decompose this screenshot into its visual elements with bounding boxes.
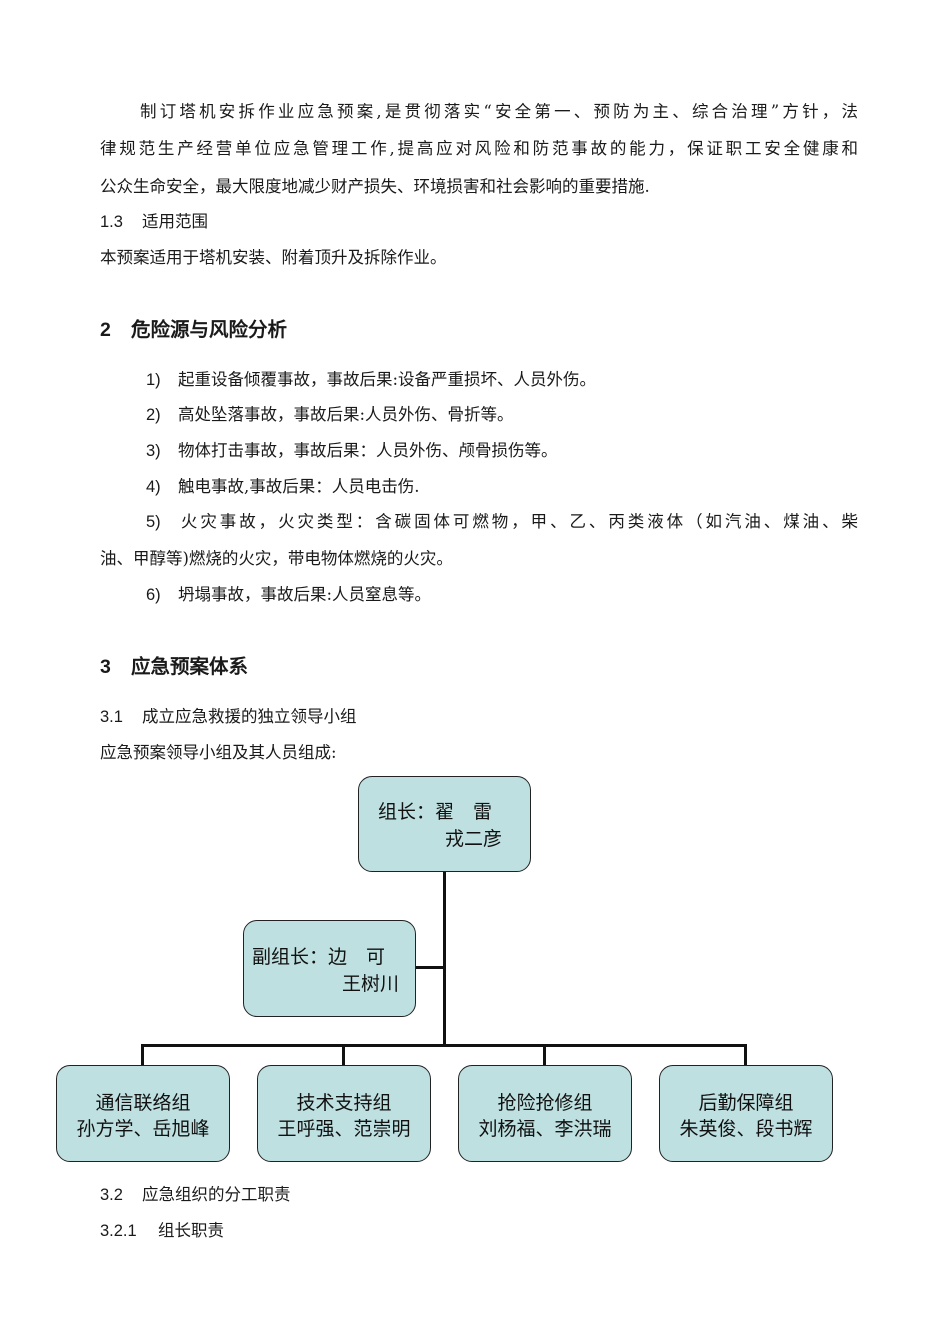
org-deputy-label: 副组长：边 可 bbox=[252, 946, 386, 968]
section-title: 组长职责 bbox=[158, 1221, 224, 1240]
list-number: 5) bbox=[146, 513, 161, 531]
section-title: 成立应急救援的独立领导小组 bbox=[142, 707, 357, 726]
list-text: 触电事故,事故后果：人员电击伤. bbox=[178, 477, 420, 496]
section-1-3-text: 本预案适用于塔机安装、附着顶升及拆除作业。 bbox=[100, 248, 447, 267]
connector-deputy bbox=[414, 966, 445, 969]
org-intro-text: 应急预案领导小组及其人员组成: bbox=[100, 743, 337, 762]
section-number: 2 bbox=[100, 319, 111, 341]
org-box-leader: 组长：翟 雷 戎二彦 bbox=[358, 776, 531, 872]
list-text: 火灾事故，火灾类型：含碳固体可燃物，甲、乙、丙类液体（如汽油、煤油、柴 bbox=[178, 512, 858, 531]
section-3-heading: 3 应急预案体系 bbox=[100, 655, 248, 679]
list-text: 物体打击事故，事故后果：人员外伤、颅骨损伤等。 bbox=[178, 441, 558, 460]
intro-line-1: 制订塔机安拆作业应急预案,是贯彻落实“安全第一、预防为主、综合治理”方针，法 bbox=[140, 102, 858, 121]
group-members: 刘杨福、李洪瑞 bbox=[478, 1118, 612, 1140]
list-text: 高处坠落事故，事故后果:人员外伤、骨折等。 bbox=[178, 405, 514, 424]
org-box-group: 通信联络组 孙方学、岳旭峰 bbox=[56, 1065, 230, 1162]
section-3-2-heading: 3.2 应急组织的分工职责 bbox=[100, 1185, 291, 1205]
list-number: 2) bbox=[146, 406, 161, 424]
section-title: 危险源与风险分析 bbox=[131, 319, 288, 341]
section-number: 1.3 bbox=[100, 213, 123, 231]
list-item: 3) 物体打击事故，事故后果：人员外伤、颅骨损伤等。 bbox=[146, 441, 558, 461]
section-3-1-heading: 3.1 成立应急救援的独立领导小组 bbox=[100, 707, 357, 727]
section-title: 应急预案体系 bbox=[131, 656, 249, 678]
list-number: 4) bbox=[146, 478, 161, 496]
list-text: 起重设备倾覆事故，事故后果:设备严重损坏、人员外伤。 bbox=[178, 370, 597, 389]
list-item: 1) 起重设备倾覆事故，事故后果:设备严重损坏、人员外伤。 bbox=[146, 370, 596, 390]
org-box-group: 抢险抢修组 刘杨福、李洪瑞 bbox=[458, 1065, 632, 1162]
section-3-2-1-heading: 3.2.1 组长职责 bbox=[100, 1221, 224, 1241]
group-name: 抢险抢修组 bbox=[497, 1092, 593, 1114]
list-number: 3) bbox=[146, 442, 161, 460]
intro-line-3: 公众生命安全，最大限度地减少财产损失、环境损害和社会影响的重要措施. bbox=[100, 177, 650, 196]
section-2-heading: 2 危险源与风险分析 bbox=[100, 318, 287, 342]
list-number: 1) bbox=[146, 371, 161, 389]
org-box-group: 技术支持组 王呼强、范崇明 bbox=[257, 1065, 431, 1162]
connector-drop bbox=[543, 1044, 546, 1066]
group-name: 通信联络组 bbox=[95, 1092, 191, 1114]
org-deputy-line2: 王树川 bbox=[342, 973, 400, 995]
connector-drop bbox=[342, 1044, 345, 1066]
section-title: 适用范围 bbox=[142, 212, 208, 231]
list-item: 6) 坍塌事故，事故后果:人员窒息等。 bbox=[146, 585, 431, 605]
list-item-continuation: 油、甲醇等)燃烧的火灾，带电物体燃烧的火灾。 bbox=[100, 549, 453, 568]
section-number: 3.2.1 bbox=[100, 1222, 137, 1240]
connector-vertical-main bbox=[443, 871, 446, 1046]
connector-drop bbox=[141, 1044, 144, 1066]
group-members: 孙方学、岳旭峰 bbox=[76, 1118, 210, 1140]
list-item: 4) 触电事故,事故后果：人员电击伤. bbox=[146, 477, 420, 497]
section-number: 3 bbox=[100, 656, 111, 678]
list-text: 坍塌事故，事故后果:人员窒息等。 bbox=[178, 585, 432, 604]
org-leader-line2: 戎二彦 bbox=[445, 828, 503, 850]
connector-horizontal bbox=[141, 1044, 747, 1047]
intro-line-2: 律规范生产经营单位应急管理工作,提高应对风险和防范事故的能力，保证职工安全健康和 bbox=[100, 139, 858, 158]
connector-drop bbox=[744, 1044, 747, 1066]
list-item: 2) 高处坠落事故，事故后果:人员外伤、骨折等。 bbox=[146, 405, 514, 425]
group-name: 技术支持组 bbox=[296, 1092, 392, 1114]
org-box-deputy: 副组长：边 可 王树川 bbox=[243, 920, 416, 1017]
section-title: 应急组织的分工职责 bbox=[142, 1185, 291, 1204]
group-members: 朱英俊、段书辉 bbox=[679, 1118, 813, 1140]
org-leader-label: 组长：翟 雷 bbox=[378, 801, 493, 823]
list-number: 6) bbox=[146, 586, 161, 604]
section-number: 3.2 bbox=[100, 1186, 123, 1204]
section-1-3-heading: 1.3 适用范围 bbox=[100, 212, 208, 232]
section-number: 3.1 bbox=[100, 708, 123, 726]
org-box-group: 后勤保障组 朱英俊、段书辉 bbox=[659, 1065, 833, 1162]
list-item: 5) 火灾事故，火灾类型：含碳固体可燃物，甲、乙、丙类液体（如汽油、煤油、柴 bbox=[146, 512, 858, 532]
group-members: 王呼强、范崇明 bbox=[277, 1118, 411, 1140]
group-name: 后勤保障组 bbox=[698, 1092, 794, 1114]
